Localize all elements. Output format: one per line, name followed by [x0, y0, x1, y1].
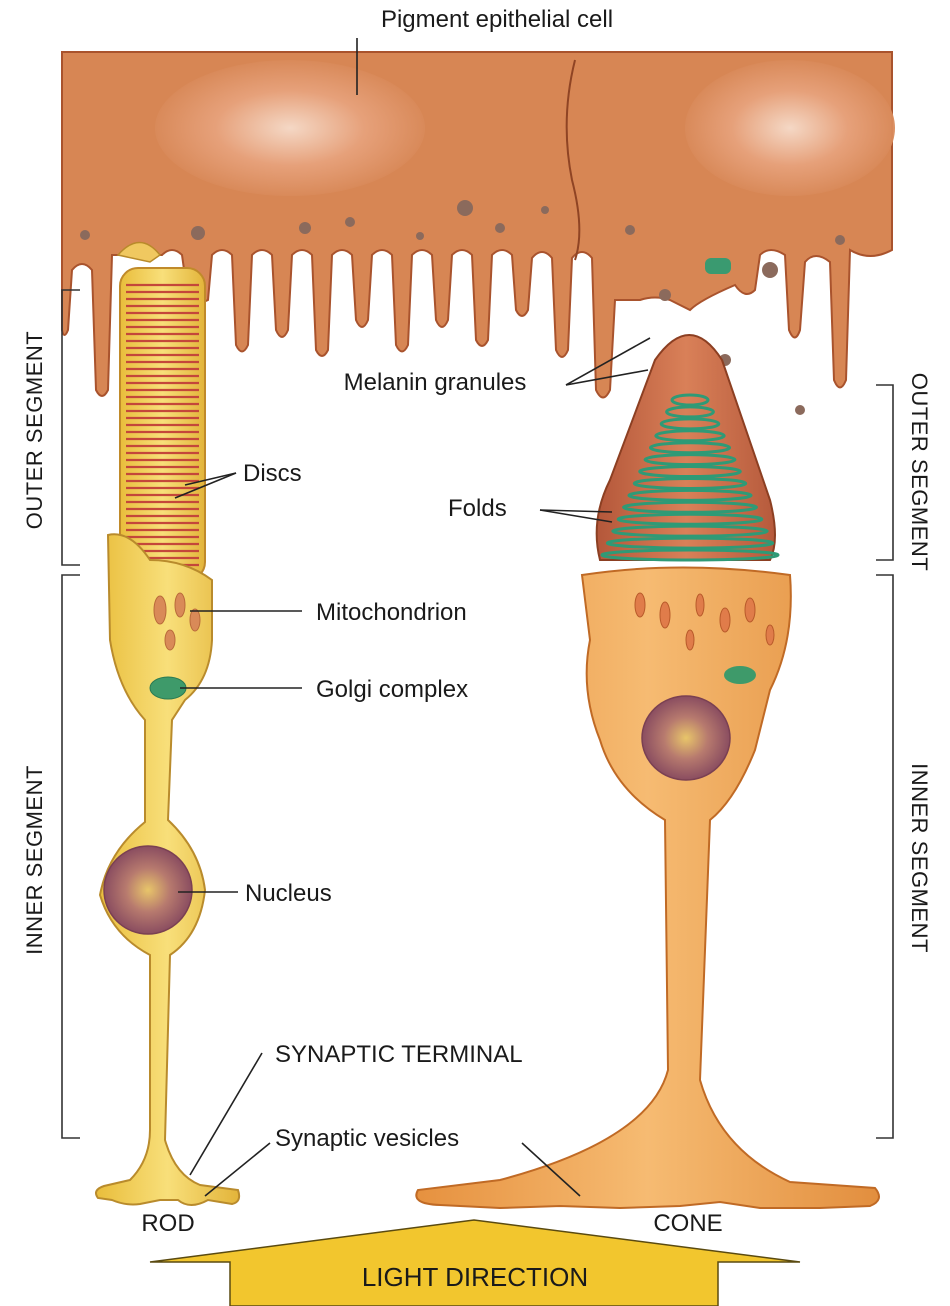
cone-nucleus [642, 696, 730, 780]
left-outer-segment-label: OUTER SEGMENT [22, 331, 47, 529]
left-inner-segment-label: INNER SEGMENT [22, 765, 47, 955]
left-inner-bracket [62, 575, 80, 1138]
label-golgi-complex: Golgi complex [316, 676, 468, 703]
label-folds: Folds [448, 495, 507, 522]
label-melanin-granules: Melanin granules [344, 369, 527, 396]
right-outer-bracket [876, 385, 893, 560]
rod-cell [96, 243, 239, 1206]
label-pigment-epithelial-cell: Pigment epithelial cell [381, 6, 613, 33]
epithelial-golgi [705, 258, 731, 274]
light-direction-label: LIGHT DIRECTION [362, 1262, 588, 1292]
rod-nucleus [104, 846, 192, 934]
epithelial-nucleus-left [155, 60, 425, 196]
label-cone: CONE [653, 1210, 722, 1237]
label-synaptic-vesicles: Synaptic vesicles [275, 1125, 459, 1152]
right-outer-segment-label: OUTER SEGMENT [907, 373, 932, 571]
label-nucleus: Nucleus [245, 880, 332, 907]
cone-golgi-complex [724, 666, 756, 684]
cone-cell [416, 335, 879, 1208]
label-discs: Discs [243, 460, 302, 487]
label-mitochondrion: Mitochondrion [316, 599, 467, 626]
epithelial-nucleus-right [685, 60, 895, 196]
label-synaptic-terminal: SYNAPTIC TERMINAL [275, 1041, 523, 1068]
label-rod: ROD [141, 1210, 194, 1237]
right-inner-segment-label: INNER SEGMENT [907, 763, 932, 953]
cone-inner-segment [416, 568, 879, 1209]
rod-discs [126, 285, 199, 565]
right-inner-bracket [876, 575, 893, 1138]
